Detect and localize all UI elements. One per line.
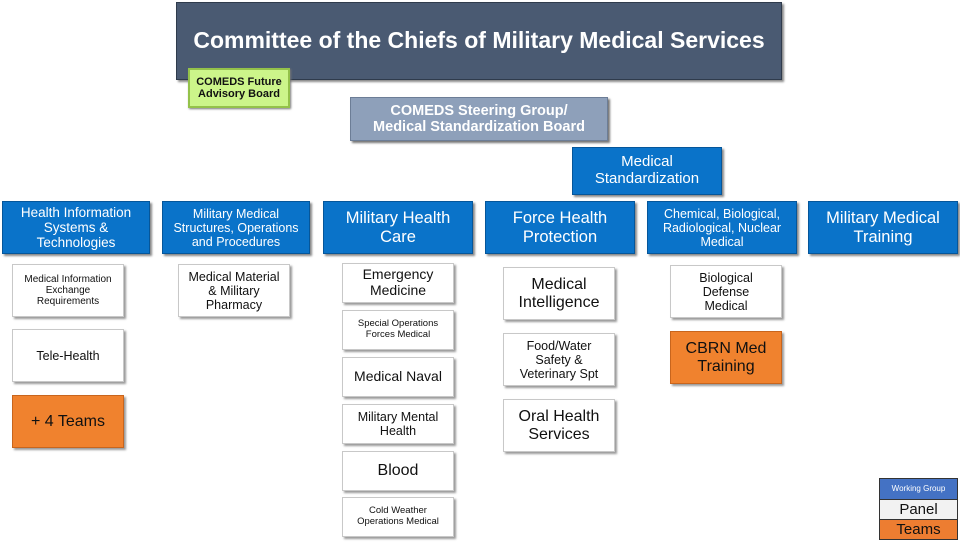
working-group-label: Chemical, Biological, Radiological, Nucl…	[662, 206, 782, 249]
medical-standardization-label: Medical Standardization	[594, 153, 700, 187]
panel-label: Biological Defense Medical	[699, 270, 753, 313]
working-group-structures: Military Medical Structures, Operations …	[162, 201, 310, 254]
working-group-label: Force Health Protection	[512, 209, 608, 246]
legend-working-group: Working Group	[880, 479, 957, 499]
panel-label: Oral Health Services	[518, 407, 600, 443]
legend-panel: Panel	[880, 499, 957, 520]
working-group-force-health: Force Health Protection	[485, 201, 635, 254]
panel-label: Medical Material & Military Pharmacy	[188, 269, 280, 312]
medical-standardization-box: Medical Standardization	[572, 147, 722, 195]
panel-special-operations: Special Operations Forces Medical	[342, 310, 454, 350]
working-group-label: Health Information Systems & Technologie…	[20, 204, 132, 251]
team-cbrn-med-training: CBRN Med Training	[670, 331, 782, 384]
panel-military-mental-health: Military Mental Health	[342, 404, 454, 444]
panel-label: Medical Intelligence	[518, 275, 600, 311]
committee-title: Committee of the Chiefs of Military Medi…	[193, 27, 765, 54]
working-group-training: Military Medical Training	[808, 201, 958, 254]
legend: Working Group Panel Teams	[879, 478, 958, 540]
panel-medical-intelligence: Medical Intelligence	[503, 267, 615, 320]
legend-teams: Teams	[880, 520, 957, 539]
panel-label: Food/Water Safety & Veterinary Spt	[519, 338, 599, 381]
team-plus-4-teams: + 4 Teams	[12, 395, 124, 448]
working-group-health-information: Health Information Systems & Technologie…	[2, 201, 150, 254]
panel-tele-health: Tele-Health	[12, 329, 124, 382]
panel-oral-health: Oral Health Services	[503, 399, 615, 452]
panel-cold-weather: Cold Weather Operations Medical	[342, 497, 454, 537]
panel-label: Medical Naval	[354, 368, 442, 385]
panel-biological-defense: Biological Defense Medical	[670, 265, 782, 318]
working-group-label: Military Medical Structures, Operations …	[173, 206, 299, 249]
working-group-health-care: Military Health Care	[323, 201, 473, 254]
panel-label: Cold Weather Operations Medical	[357, 505, 439, 527]
panel-blood: Blood	[342, 451, 454, 491]
panel-food-water-safety: Food/Water Safety & Veterinary Spt	[503, 333, 615, 386]
panel-medical-material-pharmacy: Medical Material & Military Pharmacy	[178, 264, 290, 317]
working-group-label: Military Medical Training	[826, 209, 940, 246]
panel-label: Emergency Medicine	[362, 266, 434, 298]
future-advisory-board-box: COMEDS Future Advisory Board	[188, 68, 290, 108]
team-label: CBRN Med Training	[685, 339, 767, 375]
panel-emergency-medicine: Emergency Medicine	[342, 263, 454, 303]
steering-group-box: COMEDS Steering Group/ Medical Standardi…	[350, 97, 608, 141]
panel-medical-naval: Medical Naval	[342, 357, 454, 397]
panel-medical-information-exchange: Medical Information Exchange Requirement…	[12, 264, 124, 317]
future-advisory-board-label: COMEDS Future Advisory Board	[196, 75, 282, 100]
panel-label: Blood	[377, 462, 419, 480]
committee-title-box: Committee of the Chiefs of Military Medi…	[176, 2, 782, 80]
working-group-label: Military Health Care	[345, 209, 451, 246]
team-label: + 4 Teams	[31, 412, 105, 430]
steering-group-label: COMEDS Steering Group/ Medical Standardi…	[373, 102, 585, 135]
working-group-cbrn: Chemical, Biological, Radiological, Nucl…	[647, 201, 797, 254]
panel-label: Military Mental Health	[357, 410, 439, 438]
panel-label: Special Operations Forces Medical	[357, 318, 439, 340]
panel-label: Tele-Health	[36, 348, 100, 363]
panel-label: Medical Information Exchange Requirement…	[24, 273, 112, 308]
